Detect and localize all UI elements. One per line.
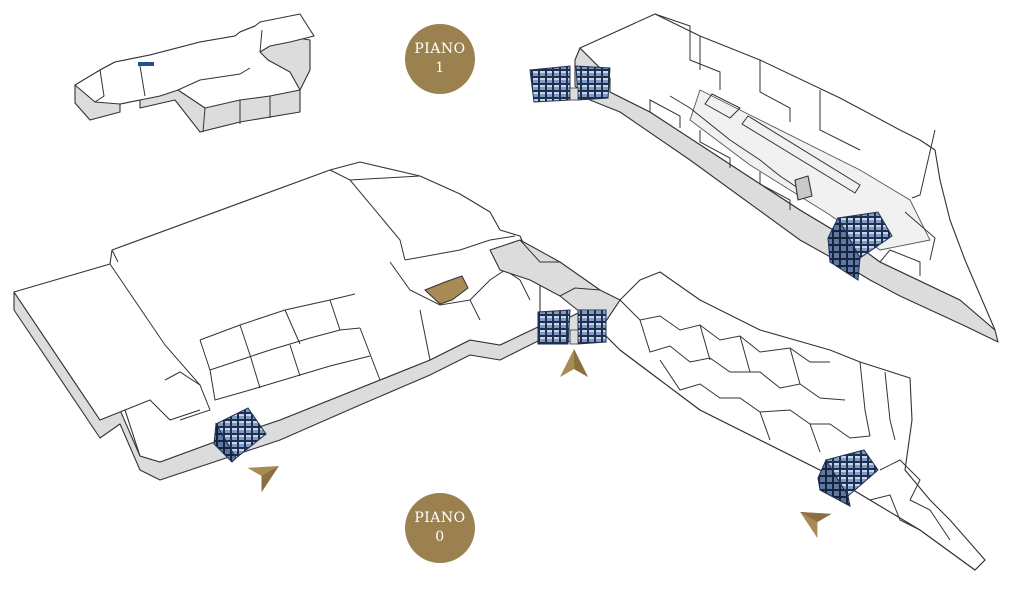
- connector-edge: [519, 239, 560, 263]
- p0r-edge: [884, 371, 896, 441]
- p0-edge: [349, 179, 406, 261]
- p0-edge: [329, 299, 341, 331]
- p1-edge: [759, 172, 791, 210]
- p1-edge: [879, 249, 921, 276]
- floor-1-badge[interactable]: PIANO 1: [405, 24, 475, 94]
- p0-edge: [419, 309, 431, 361]
- p0-edge: [124, 399, 201, 421]
- p0-edge: [289, 344, 301, 377]
- p0-edge: [404, 235, 516, 261]
- p0r-edge: [619, 299, 830, 363]
- connector-edge: [559, 287, 601, 297]
- p0r-edge: [869, 494, 921, 531]
- p0-edge: [389, 261, 481, 321]
- p0r-edge: [699, 324, 711, 361]
- glass-entrance-icon[interactable]: [817, 449, 879, 507]
- entrance-arrow-icon[interactable]: [793, 500, 832, 539]
- highlight-unit[interactable]: [424, 275, 469, 305]
- floor-1-label-line2: 1: [435, 60, 445, 76]
- glass-entrance-icon[interactable]: [213, 407, 267, 463]
- floor-1-label-line1: PIANO: [414, 41, 466, 57]
- floor-1-main-building: [574, 13, 999, 343]
- p0-edge: [249, 354, 261, 389]
- floor-0-right-wing: [599, 271, 986, 571]
- p1-edge: [699, 130, 731, 168]
- p0r-edge: [759, 411, 771, 441]
- p0r-edge: [929, 509, 951, 541]
- small-bldg-roof-a: [74, 13, 315, 109]
- p1-kiosk: [794, 175, 813, 201]
- p1-edge: [669, 95, 811, 197]
- glass-entrance-icon[interactable]: [827, 211, 893, 281]
- entrance-arrow-icon[interactable]: [247, 454, 286, 493]
- p1-escalator-frame: [704, 93, 741, 119]
- glass-entrance-icon[interactable]: [537, 309, 607, 345]
- small-bldg-edge: [177, 67, 251, 91]
- p0r-edge: [739, 335, 751, 373]
- p1-edge: [759, 60, 791, 122]
- floor-0-label-line1: PIANO: [414, 510, 466, 526]
- p0-edge: [284, 309, 301, 345]
- glass-entrance-icon[interactable]: [529, 65, 611, 103]
- entrance-arrow-icon[interactable]: [560, 349, 588, 377]
- p0r-edge: [639, 319, 846, 401]
- p0-edge: [239, 324, 251, 356]
- p0-edge: [111, 249, 119, 263]
- small-bldg-window: [138, 62, 154, 66]
- floor-0-badge[interactable]: PIANO 0: [405, 493, 475, 563]
- p1-railing: [911, 129, 936, 199]
- p0r-edge: [809, 423, 821, 453]
- p0-edge: [209, 355, 371, 401]
- p0r-edge: [789, 347, 801, 385]
- p1-escalator-frame: [741, 115, 861, 194]
- floor-0-main-building: [13, 161, 541, 481]
- p0-edge: [164, 371, 211, 421]
- floor-1-small-building: [74, 13, 315, 133]
- small-bldg-edge: [139, 65, 146, 97]
- p1-edge: [649, 99, 681, 128]
- small-bldg-edge: [202, 107, 206, 133]
- p0r-edge: [859, 361, 871, 437]
- p1-edge: [654, 13, 721, 90]
- p1-edge: [904, 211, 936, 261]
- p1-edge: [819, 90, 861, 151]
- p0r-edge: [879, 459, 931, 511]
- p1-gallery-void: [689, 89, 931, 251]
- p0-left-roof: [13, 161, 541, 463]
- p0-edge: [109, 263, 201, 386]
- floor-0-label-line2: 0: [435, 529, 445, 545]
- small-bldg-edge: [259, 29, 263, 53]
- p0-edge: [359, 327, 381, 381]
- small-bldg-edge: [94, 69, 105, 103]
